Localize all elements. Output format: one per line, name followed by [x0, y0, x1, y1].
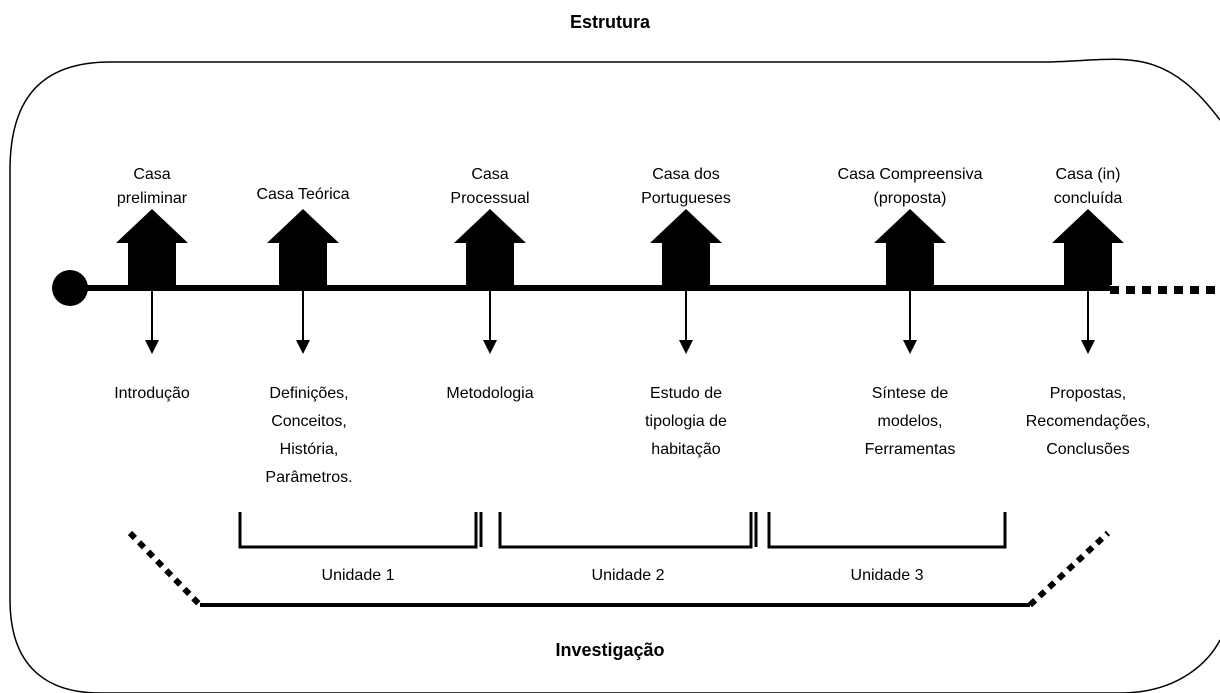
arrow-down-icon [679, 340, 693, 354]
investigation-dotted-right [1027, 530, 1111, 608]
house-label: Casa Compreensiva [837, 166, 983, 183]
house-label: Casa [133, 166, 171, 183]
stage-description: Ferramentas [864, 441, 956, 458]
house-icon [1064, 243, 1112, 285]
stage-description: tipologia de [645, 413, 727, 430]
stage-description: Propostas, [1049, 385, 1127, 402]
stage-description: Conclusões [1046, 441, 1130, 458]
frame-border [9, 58, 1220, 693]
stage-description: Parâmetros. [265, 469, 353, 486]
house-label: concluída [1053, 190, 1123, 207]
arrow-down-icon [1081, 340, 1095, 354]
stage-description: Síntese de [871, 385, 949, 402]
house-roof-icon [454, 209, 526, 243]
house-label: Casa dos [652, 166, 720, 183]
investigation-label: Investigação [555, 640, 665, 660]
stage-description: Recomendações, [1025, 413, 1151, 430]
house-label: Casa (in) [1055, 166, 1121, 183]
stage-description: habitação [651, 441, 721, 458]
house-roof-icon [650, 209, 722, 243]
house-icon [279, 243, 327, 285]
investigation-dotted-left [127, 530, 203, 608]
arrow-down-icon [903, 340, 917, 354]
house-roof-icon [874, 209, 946, 243]
house-label: Portugueses [641, 190, 731, 207]
stage-description: Metodologia [446, 385, 534, 402]
stage-description: Estudo de [649, 385, 723, 402]
house-roof-icon [267, 209, 339, 243]
arrow-down-icon [145, 340, 159, 354]
house-label: Casa Teórica [256, 186, 350, 203]
stage-description: Definições, [269, 385, 349, 402]
unit-3-bracket [767, 512, 1007, 549]
stage-description: Conceitos, [271, 413, 347, 430]
arrow-down-icon [483, 340, 497, 354]
unit-label-1: Unidade 1 [321, 567, 395, 584]
unit-label-2: Unidade 2 [591, 567, 665, 584]
house-icon [662, 243, 710, 285]
stage-description: História, [279, 441, 339, 458]
stage-description: Introdução [114, 385, 190, 402]
house-icon [128, 243, 176, 285]
house-roof-icon [1052, 209, 1124, 243]
unit-1-bracket [238, 512, 478, 549]
house-icon [466, 243, 514, 285]
stage-description: modelos, [877, 413, 943, 430]
house-label: (proposta) [873, 190, 947, 207]
unit-label-3: Unidade 3 [850, 567, 924, 584]
arrow-down-icon [296, 340, 310, 354]
unit-2-bracket [498, 512, 753, 549]
house-label: Processual [450, 190, 530, 207]
house-roof-icon [116, 209, 188, 243]
house-icon [886, 243, 934, 285]
diagram-title: Estrutura [569, 12, 650, 32]
house-label: preliminar [116, 190, 188, 207]
house-label: Casa [471, 166, 509, 183]
